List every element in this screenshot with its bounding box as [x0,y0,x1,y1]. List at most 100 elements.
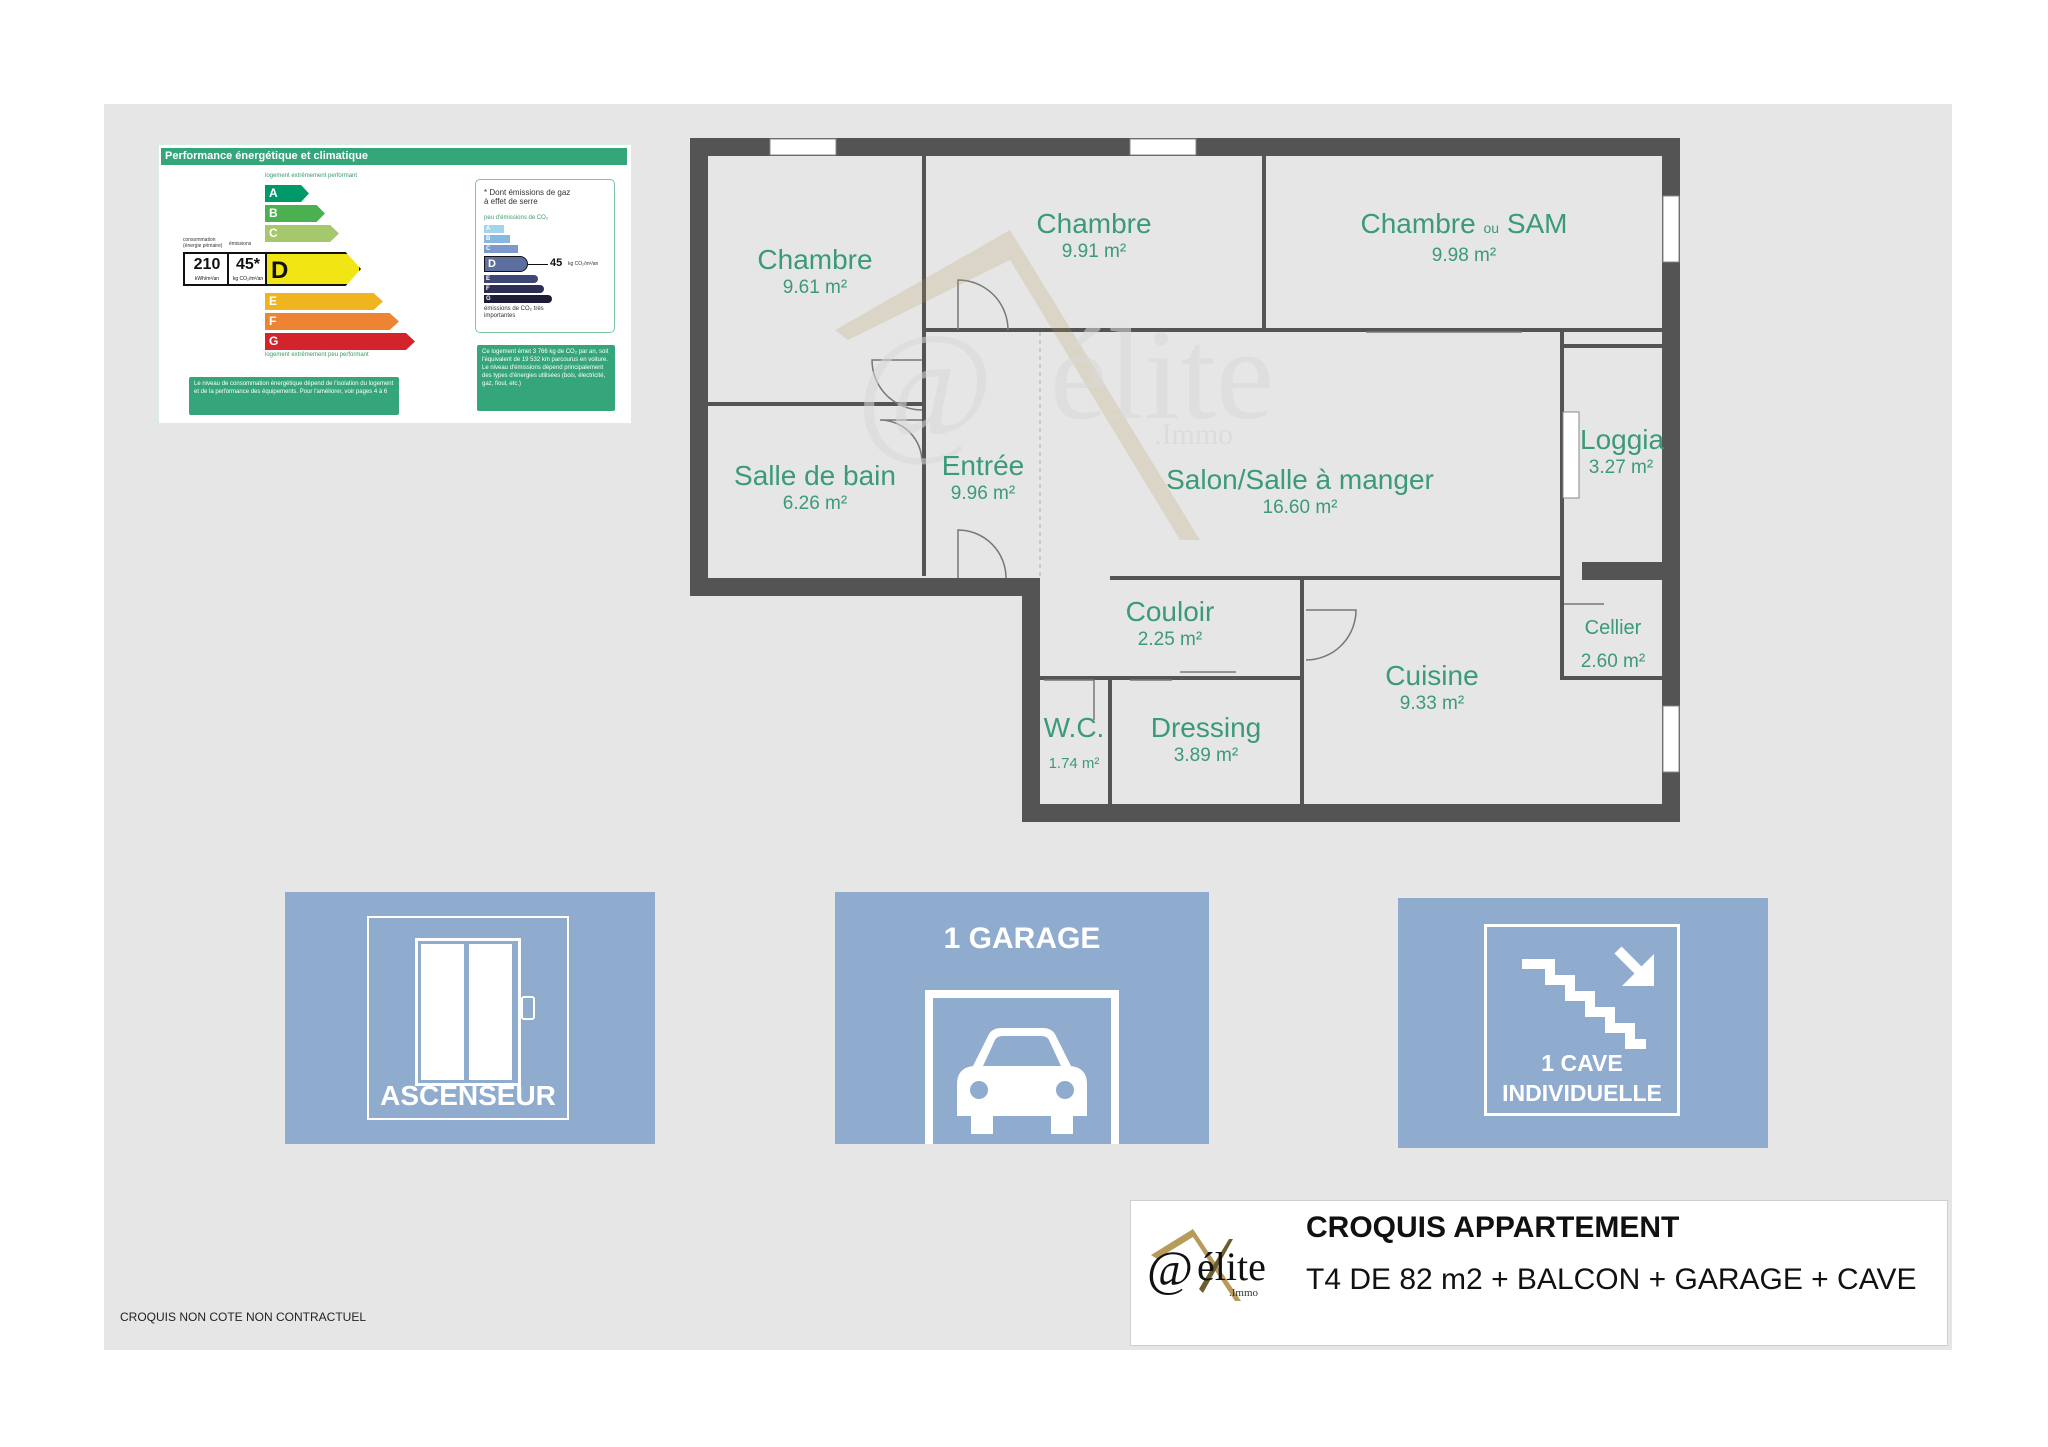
room-chambre-2: Chambre 9.91 m² [926,208,1262,264]
room-cuisine: Cuisine 9.33 m² [1304,660,1560,716]
room-name: Salle de bain [734,460,896,491]
ghg-bottom-note: émissions de CO₂ très importantes [484,306,544,319]
watermark-symbol: @ [856,303,995,469]
room-area: 3.89 m² [1173,745,1239,766]
room-area: 16.60 m² [1262,497,1338,518]
brand-logo: @ élite .Immo [1137,1213,1295,1333]
ghg-top-note: peu d'émissions de CO₂ [484,215,549,221]
ghg-unit: kg CO₂/m²/an [568,261,599,267]
room-entree: Entrée 9.96 m² [926,450,1040,506]
room-dressing: Dressing 3.89 m² [1112,712,1300,768]
room-chambre-1: Chambre 9.61 m² [708,244,922,300]
energy-class-b: B [265,205,325,222]
ghg-pointer-line [528,264,548,265]
cellar-card: 1 CAVE INDIVIDUELLE [1398,898,1768,1148]
room-area: 9.61 m² [782,277,848,298]
emissions-value: 45* [235,256,261,273]
room-area: 1.74 m² [1048,755,1100,772]
energy-class-c: C [265,225,339,242]
title-block: @ élite .Immo CROQUIS APPARTEMENT T4 DE … [1130,1200,1948,1346]
cellar-label-line2: INDIVIDUELLE [1502,1080,1662,1106]
room-couloir: Couloir 2.25 m² [1040,596,1300,652]
elevator-card: ASCENSEUR [285,892,655,1144]
room-area: 3.27 m² [1588,457,1654,478]
room-name: Couloir [1125,596,1215,627]
room-name: W.C. [1043,712,1105,743]
room-name: Cellier [1584,617,1642,639]
energy-bottom-note: logement extrêmement peu performant [265,352,369,358]
ghg-title: * Dont émissions de gaz à effet de serre [484,188,571,206]
elevator-button-icon [521,996,535,1020]
room-name-suffix: SAM [1506,208,1568,239]
room-cellier: Cellier 2.60 m² [1564,616,1662,674]
car-icon [957,1028,1087,1134]
energy-values-box: 210 kWh/m²/an 45* kg CO₂/m²/an [183,252,267,286]
consumption-unit: kWh/m²/an [194,276,220,282]
values-divider [227,254,229,284]
cellar-label-line1: 1 CAVE [1541,1050,1623,1076]
room-loggia: Loggia 3.27 m² [1580,424,1665,480]
ghg-class-e: E [484,275,538,283]
energy-advice-note: Le niveau de consommation énergétique dé… [189,377,399,415]
energy-top-note: logement extrêmement performant [265,173,358,179]
room-area: 9.96 m² [950,483,1016,504]
watermark-logo [835,230,1200,540]
room-name: Salon/Salle à manger [1166,464,1434,495]
room-name: Cuisine [1385,660,1479,691]
energy-class-d-current: D [265,252,361,286]
logo-at-symbol: @ [1147,1240,1194,1296]
room-chambre-sam: Chambre ou SAM 9.98 m² [1266,208,1662,268]
logo-brand: élite [1197,1244,1266,1289]
ghg-class-g: G [484,295,552,303]
energy-class-e: E [265,293,383,310]
room-salon-salle-a-manger: Salon/Salle à manger 16.60 m² [1040,464,1560,520]
energy-class-f: F [265,313,399,330]
consumption-value: 210 [193,256,221,273]
room-name: Chambre [1360,208,1476,239]
ghg-class-d-current: D [484,256,528,272]
ghg-emissions-card: * Dont émissions de gaz à effet de serre… [475,179,615,333]
energy-label-title: Performance énergétique et climatique [161,148,627,165]
ghg-class-a: A [484,225,504,233]
logo-mark [1151,1229,1241,1301]
windows [769,138,1680,773]
emissions-caption: émissions [229,241,252,247]
room-name: Loggia [1580,424,1665,455]
ghg-value: 45 [550,257,563,269]
disclaimer-footnote: CROQUIS NON COTE NON CONTRACTUEL [120,1310,367,1324]
room-area: 9.33 m² [1399,693,1465,714]
room-area: 9.91 m² [1061,241,1127,262]
elevator-door-icon [415,938,521,1086]
room-salle-de-bain: Salle de bain 6.26 m² [708,460,922,516]
cellar-frame [1484,924,1680,1116]
interior-walls [708,156,1662,806]
ghg-class-b: B [484,235,510,243]
elevator-label: ASCENSEUR [380,1080,556,1111]
watermark-brand: élite [1050,303,1274,447]
room-name: Entrée [941,450,1025,481]
energy-class-g: G [265,333,415,350]
watermark-sub: .Immo [1154,418,1234,451]
room-name: Dressing [1150,712,1262,743]
door-swings [871,279,1604,720]
elevator-frame [367,916,569,1120]
room-area: 2.25 m² [1137,629,1203,650]
garage-card: 1 GARAGE [835,892,1209,1144]
room-area: 2.60 m² [1580,651,1646,672]
garage-label: 1 GARAGE [943,922,1101,955]
room-name: Chambre [757,244,873,275]
ghg-advice-note: Ce logement émet 3 766 kg de CO₂ par an,… [477,345,615,411]
energy-performance-label: Performance énergétique et climatique lo… [158,144,632,424]
room-name: Chambre [1036,208,1152,239]
emissions-unit: kg CO₂/m²/an [232,276,264,282]
garage-door [925,990,1119,1144]
room-wc: W.C. 1.74 m² [1040,712,1108,776]
room-name-join: ou [1483,220,1500,236]
stairs-down-icon [1522,946,1654,1049]
ghg-class-c: C [484,245,518,253]
document-subtitle: T4 DE 82 m2 + BALCON + GARAGE + CAVE [1306,1263,1917,1296]
document-title: CROQUIS APPARTEMENT [1306,1211,1680,1244]
room-area: 9.98 m² [1431,245,1497,266]
logo-sub: .Immo [1229,1287,1259,1299]
